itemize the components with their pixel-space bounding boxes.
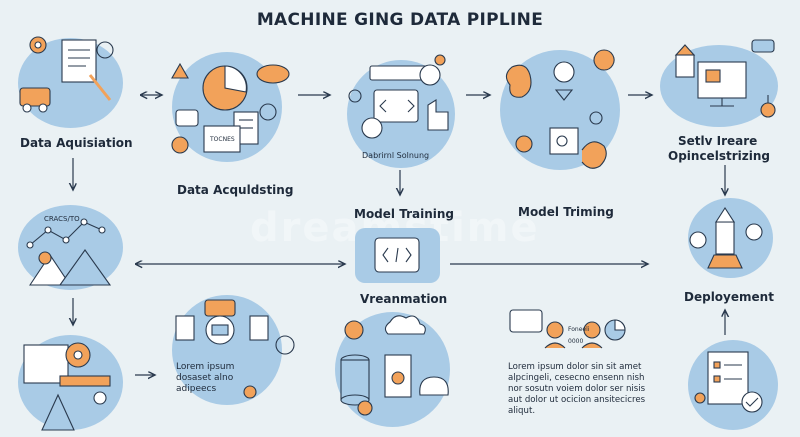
sel-ireare-icons: [674, 39, 776, 118]
deployement-icons: [689, 206, 763, 269]
label-data-aquisiation: Data Aquisiation: [20, 136, 133, 150]
model-triming-icons: [505, 49, 615, 169]
caption-model-training: Dabrirnl Solnung: [362, 151, 430, 160]
lorem-line-2: dosaset alno: [176, 373, 234, 383]
chart-icons: [26, 218, 112, 286]
bottom-left-icons: [23, 342, 111, 431]
people-icons: [509, 309, 626, 349]
box-text-1: TOCNES: [210, 136, 235, 143]
model-training-icons: [348, 54, 449, 139]
paragraph-line-5: aliqut.: [508, 406, 536, 416]
data-acquldsting-icons: [171, 62, 290, 154]
label-sel-ireare-1: Setlv Ireare: [678, 134, 758, 148]
box-text-2: Foneeli: [568, 326, 590, 333]
chart-text: CRACS/TO: [44, 215, 80, 223]
label-model-training: Model Training: [354, 207, 454, 221]
checklist-icons: [694, 351, 763, 413]
label-vreanmation: Vreanmation: [360, 292, 448, 306]
label-data-acquldsting: Data Acquldsting: [177, 183, 294, 197]
paragraph-line-3: nor sosutn voiem dolor ser nisis: [508, 384, 646, 394]
data-aquisiation-icons: [19, 36, 114, 113]
box-text-3: 0000: [568, 338, 584, 345]
label-deployement: Deployement: [684, 290, 774, 304]
vreanmation-icons: [374, 237, 420, 273]
paragraph-line-4: aut dolor ut ocicion ansitecicres: [508, 395, 646, 405]
lorem-block-icons: [175, 299, 295, 399]
lorem-line-3: adipeecs: [176, 384, 217, 394]
paragraph-line-1: Lorem ipsum dolor sin sit amet: [508, 362, 642, 372]
lorem-line-1: Lorem ipsum: [176, 362, 235, 372]
label-sel-ireare-2: Opincelstrizing: [668, 149, 770, 163]
storage-icons: [340, 315, 449, 416]
label-model-triming: Model Triming: [518, 205, 614, 219]
paragraph-line-2: alpcingeli, cesecno ensenn nish: [508, 373, 645, 383]
page-title: MACHINE GING DATA PIPLINE: [256, 10, 544, 30]
